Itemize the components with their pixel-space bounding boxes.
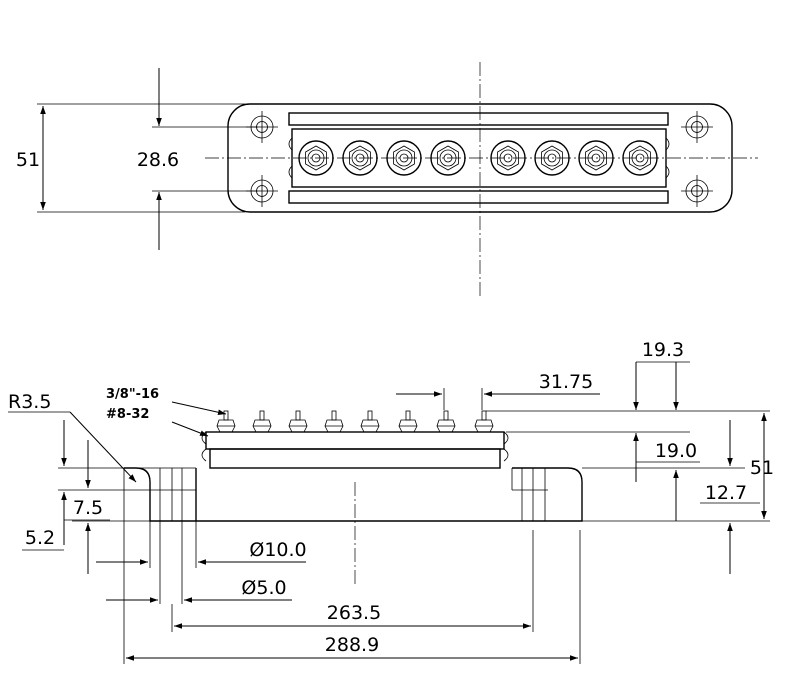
dim-hole-small: Ø5.0 (241, 577, 286, 599)
mounting-hole-bottom-right (681, 175, 713, 207)
mounting-hole-top-right (681, 111, 713, 143)
terminal-top-1 (298, 140, 334, 176)
dim-overall-length: 288.9 (325, 634, 379, 656)
note-thread-small-leader (171, 421, 209, 437)
dim-terminal-height: 19.3 (642, 339, 684, 361)
hidden-hole-right (521, 468, 546, 521)
terminal-side-1 (216, 410, 236, 433)
dim-hole-spacing: 28.6 (137, 149, 179, 171)
side-view: R3.5 3/8"-16 #8-32 31.75 19.3 19.0 51 (8, 339, 774, 664)
dim-flange-height: 12.7 (705, 482, 747, 504)
side-upper-body (205, 431, 505, 450)
dim-overall-height-side: 51 (750, 457, 774, 479)
dim-step-height: 7.5 (73, 497, 103, 519)
dim-hole-center-distance: 263.5 (327, 602, 381, 624)
terminal-side-2 (252, 410, 272, 433)
terminal-side-6 (398, 410, 418, 433)
side-body-rounds (201, 431, 509, 462)
terminal-top-6 (534, 140, 570, 176)
dim-terminal-pitch: 31.75 (539, 371, 593, 393)
terminal-top-5 (490, 140, 526, 176)
dim-overall-height-top: 51 (16, 149, 40, 171)
top-strip (288, 112, 669, 126)
terminal-side-4 (324, 410, 344, 433)
terminal-side-8 (474, 410, 494, 433)
terminal-side-7 (436, 410, 456, 433)
terminal-top-3 (386, 140, 422, 176)
bottom-strip (288, 190, 669, 204)
note-thread-small: #8-32 (106, 407, 149, 422)
terminal-top-2 (342, 140, 378, 176)
housing-notches (288, 137, 670, 179)
hidden-hole-left (150, 468, 196, 521)
dim-body-height: 19.0 (655, 440, 697, 462)
note-radius: R3.5 (8, 391, 51, 413)
terminal-top-7 (578, 140, 614, 176)
top-view: 51 28.6 (16, 62, 758, 298)
note-radius-leader (69, 411, 137, 483)
mounting-plate-outline (227, 103, 733, 213)
terminal-side-3 (288, 410, 308, 433)
terminal-side-5 (360, 410, 380, 433)
base-flange-outline (124, 467, 583, 522)
top-terminals (298, 140, 658, 176)
note-thread-large: 3/8"-16 (106, 387, 159, 402)
note-thread-large-leader (171, 401, 227, 415)
side-lower-body (209, 448, 501, 469)
dim-hole-large: Ø10.0 (249, 539, 306, 561)
terminal-top-4 (430, 140, 466, 176)
dim-base-height: 5.2 (25, 527, 55, 549)
terminal-housing (291, 128, 667, 188)
terminal-top-8 (622, 140, 658, 176)
side-terminals (216, 410, 494, 433)
